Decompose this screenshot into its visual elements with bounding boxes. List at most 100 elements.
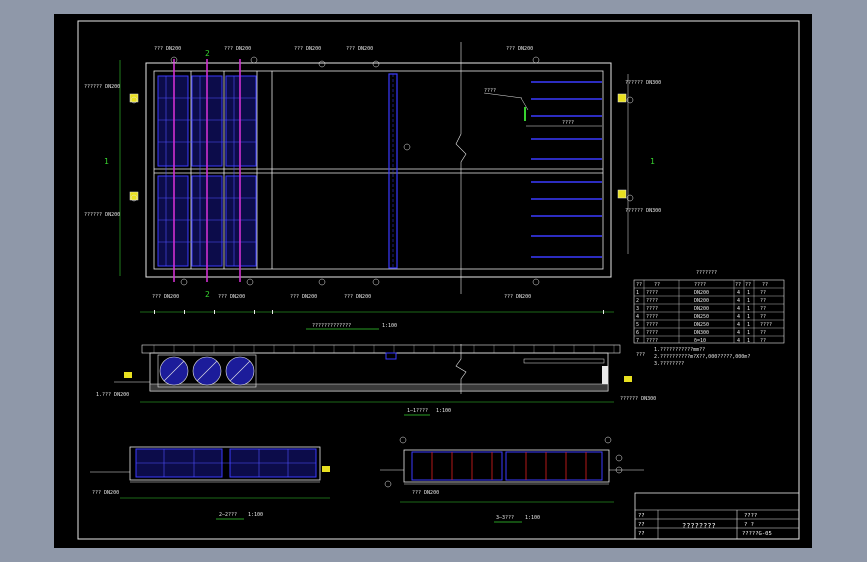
- note-line: 2.??????????m?X??,000?????,000m?: [654, 354, 750, 360]
- section2-title: 2—2???: [219, 512, 237, 518]
- bottom-label-5: ??? DN200: [504, 294, 531, 300]
- section-2-2: ??? DN200 2—2??? 1:100: [90, 446, 330, 520]
- table-cell: DN250: [694, 314, 709, 320]
- section-mark-left: 1: [104, 157, 109, 166]
- table-cell: ????: [646, 298, 658, 304]
- table-cell: 1: [747, 290, 750, 296]
- table-cell: DN200: [694, 306, 709, 312]
- table-cell: ????: [646, 322, 658, 328]
- table-cell: DN300: [694, 330, 709, 336]
- left-label-1: ?????? DN200: [84, 84, 120, 90]
- drawing-sheet: ???? ???? ??? DN200 ??? DN200 ??? DN200 …: [54, 14, 812, 548]
- section1-title: 1—1????: [407, 408, 428, 414]
- table-cell: 2: [636, 298, 639, 304]
- table-cell: ??: [760, 314, 766, 320]
- plan-scale: 1:100: [382, 323, 397, 329]
- notes-heading: ???: [636, 352, 645, 358]
- table-cell: 4: [737, 306, 740, 312]
- table-cell: ????: [646, 338, 658, 344]
- table-cell: DN200: [694, 298, 709, 304]
- table-header-cell: ??: [636, 282, 642, 288]
- section2-scale: 1:100: [248, 512, 263, 518]
- table-cell: 7: [636, 338, 639, 344]
- table-cell: 1: [747, 314, 750, 320]
- plan-outer-wall: [145, 62, 612, 278]
- tb-label-1: ??: [638, 513, 645, 519]
- table-cell: ????: [646, 290, 658, 296]
- inner-note: ????: [484, 88, 496, 94]
- table-cell: 1: [636, 290, 639, 296]
- table-cell: ??: [760, 290, 766, 296]
- title-block: ?? ?? ?? ???????? ???? ? ? ?????G-05: [634, 492, 800, 540]
- table-cell: ??: [760, 338, 766, 344]
- table-cell: 5: [636, 322, 639, 328]
- left-label-2: ?????? DN200: [84, 212, 120, 218]
- table-cell: DN250: [694, 322, 709, 328]
- plan-top-callouts: ??? DN200 ??? DN200 ??? DN200 ??? DN200 …: [154, 46, 533, 52]
- section1-scale: 1:100: [436, 408, 451, 414]
- section3-scale: 1:100: [525, 515, 540, 521]
- plan-title: ?????????????: [312, 323, 351, 329]
- bottom-label-2: ??? DN200: [218, 294, 245, 300]
- table-cell: 4: [737, 298, 740, 304]
- table-cell: 1: [747, 322, 750, 328]
- table-cell: ??: [760, 298, 766, 304]
- table-cell: 4: [737, 338, 740, 344]
- tb-right-top: ????: [744, 513, 757, 519]
- tb-label-3: ??: [638, 531, 645, 537]
- table-cell: ????: [646, 306, 658, 312]
- table-cell: 4: [636, 314, 639, 320]
- cad-drawing: ???? ???? ??? DN200 ??? DN200 ??? DN200 …: [77, 20, 800, 540]
- tb-drawing-name: ????????: [682, 522, 716, 530]
- table-cell: ????: [760, 322, 772, 328]
- table-header-cell: ??: [735, 282, 741, 288]
- note-line: 1.???????????mm??: [654, 347, 705, 353]
- sheet-border: [77, 20, 800, 540]
- right-label-2: ?????? DN300: [625, 208, 661, 214]
- table-cell: 1: [747, 298, 750, 304]
- table-cell: 3: [636, 306, 639, 312]
- top-label-5: ??? DN200: [506, 46, 533, 52]
- notes: ??? 1.???????????mm?? 2.??????????m?X??,…: [636, 347, 750, 367]
- section1-left-label: 1.??? DN200: [96, 392, 129, 398]
- plan-inner-wall: [153, 70, 604, 270]
- section-mark-top: 2: [205, 49, 210, 58]
- section-1-1: 1.??? DN200 ?????? DN300 1—1???? 1:100: [96, 344, 656, 416]
- table-cell: 1: [747, 338, 750, 344]
- bottom-label-4: ??? DN200: [344, 294, 371, 300]
- note-line: 3.????????: [654, 361, 684, 367]
- table-header-cell: ??: [654, 282, 660, 288]
- table-header-cell: ??: [762, 282, 768, 288]
- table-cell: 1: [747, 306, 750, 312]
- table-header-cell: ??: [745, 282, 751, 288]
- right-label-1: ?????? DN300: [625, 80, 661, 86]
- plan-bottom-callouts: ??? DN200 ??? DN200 ??? DN200 ??? DN200 …: [152, 294, 531, 300]
- tb-right-mid: ? ?: [744, 522, 754, 528]
- plan-view: ???? ???? ??? DN200 ??? DN200 ??? DN200 …: [84, 42, 661, 330]
- table-cell: ????: [646, 330, 658, 336]
- table-cell: 1: [747, 330, 750, 336]
- tb-label-2: ??: [638, 522, 645, 528]
- material-table: ??????? ?? ?? ???? ?? ?? ?? 1???? DN200 4 1…: [633, 270, 785, 344]
- top-label-4: ??? DN200: [346, 46, 373, 52]
- table-cell: δ=10: [694, 338, 706, 344]
- table-cell: ????: [646, 314, 658, 320]
- table-header-cell: ????: [694, 282, 706, 288]
- filter-cells: [157, 59, 257, 282]
- table-cell: 4: [737, 314, 740, 320]
- table-cell: ??: [760, 306, 766, 312]
- top-label-3: ??? DN200: [294, 46, 321, 52]
- length-label: ????: [562, 120, 574, 126]
- section-mark-bottom: 2: [205, 290, 210, 299]
- table-cell: 4: [737, 330, 740, 336]
- collection-pipes: [531, 81, 602, 258]
- section2-label: ??? DN200: [92, 490, 119, 496]
- table-title: ???????: [696, 270, 717, 276]
- table-cell: 4: [737, 322, 740, 328]
- bottom-label-3: ??? DN200: [290, 294, 317, 300]
- top-label-2: ??? DN200: [224, 46, 251, 52]
- table-header: ?? ?? ???? ?? ?? ??: [636, 282, 768, 288]
- top-label-1: ??? DN200: [154, 46, 181, 52]
- tb-drawing-no: ?????G-05: [742, 531, 772, 537]
